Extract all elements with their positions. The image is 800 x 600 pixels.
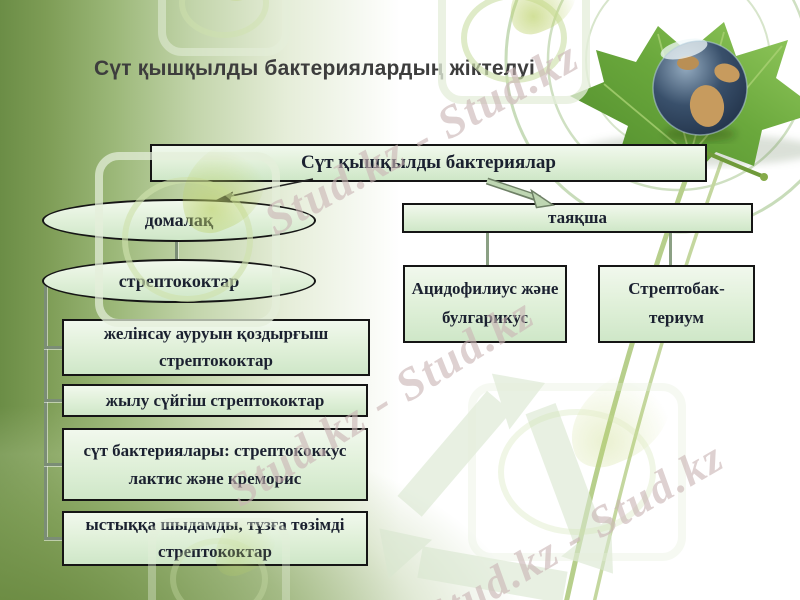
leaf-stem [698,148,764,178]
diagram-box-mastitis-streptococci: желінсау ауруын қоздырғыш стрептококтар [62,319,370,376]
diagram-box-milk-bacteria: сүт бактериялары: стрептококкус лактис ж… [62,428,368,501]
watermark-text: Stud.kz - Stud.kz [415,431,733,600]
diagram-root-box: Сүт қышқылды бактериялар [150,144,707,182]
connector-rod-left [486,231,489,269]
connector-stub-4 [44,537,64,540]
diagram-box-thermophilic-streptococci: жылу сүйгіш стрептококтар [62,384,368,417]
connector-rod-right [669,231,672,269]
connector-stub-3 [44,463,64,466]
studkz-logo-tile-icon [438,0,590,104]
diagram-ellipse-round: домалақ [42,199,316,242]
connector-stub-2 [44,399,64,402]
diagram-box-rod: таяқша [402,203,753,233]
diagram-box-acidophilus-bulgaricus: Ацидофилиус және булгарикус [403,265,567,343]
recycle-arrows-icon [379,373,613,600]
connector-ellipse1-ellipse2 [175,240,178,260]
earth-globe-icon [652,38,748,142]
arrow-to-round-branch [216,178,314,203]
connector-stub-1 [44,346,64,349]
diagram-box-heat-salt-resistant: ыстыққа шыдамды, тұзға төзімді стрептоко… [62,511,368,566]
diagram-ellipse-streptococci: стрептококтар [42,259,316,303]
studkz-logo-tile-icon [468,383,686,561]
studkz-logo-tile-icon [158,0,290,56]
connector-left-trunk [44,282,47,540]
slide-title: Сүт қышқылды бактериялардың жіктелуі [94,57,535,80]
decor-rings [504,0,800,234]
diagram-box-streptobacterium: Стрептобак- териум [598,265,755,343]
